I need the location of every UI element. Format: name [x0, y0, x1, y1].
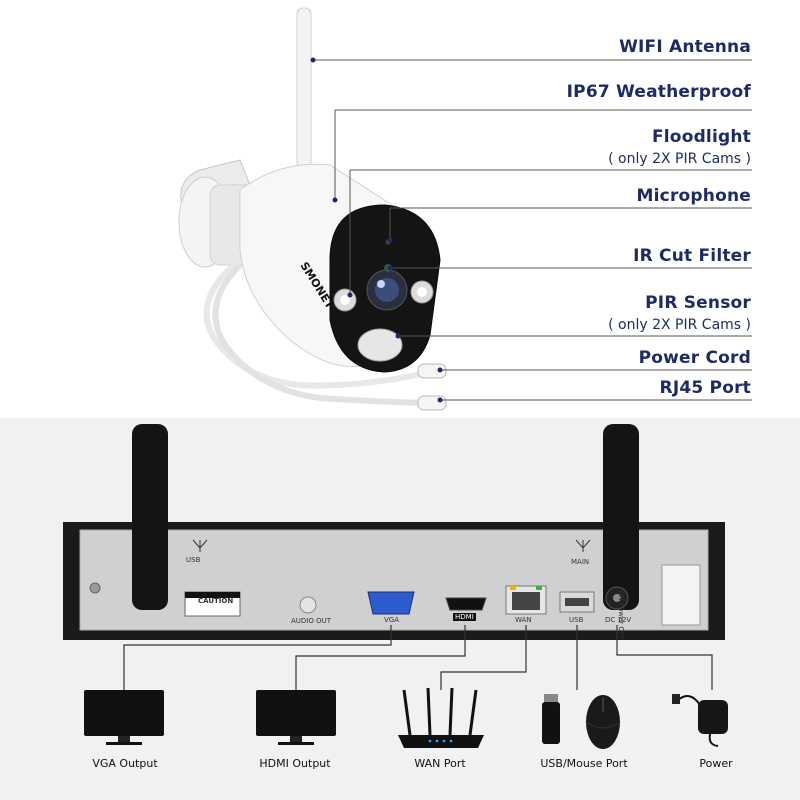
hdmi-port [445, 597, 487, 611]
label-title: IP67 Weatherproof [566, 82, 751, 102]
label-microphone: Microphone [637, 186, 751, 206]
panel-wan-label: WAN [515, 616, 532, 624]
camera-leader-lines [313, 59, 752, 401]
leader-dots [310, 57, 443, 403]
wifi-antenna-icon [296, 7, 312, 169]
label-ip67-weatherproof: IP67 Weatherproof [567, 82, 751, 102]
panel-power-switch-label: ON Power OFF [617, 590, 625, 640]
rj45-cable [212, 262, 431, 406]
caption-vga-output: VGA Output [92, 757, 158, 770]
label-title: Microphone [636, 186, 751, 206]
panel-usb-port-label: USB [569, 616, 584, 624]
camera: SMONET [178, 7, 447, 411]
hdmi-monitor-icon [256, 690, 336, 745]
panel-vga-label: VGA [384, 616, 400, 624]
vga-monitor-icon [84, 690, 164, 745]
power-adapter-icon [672, 694, 728, 747]
label-title: PIR Sensor [645, 293, 751, 313]
panel-caution-label: CAUTION [198, 597, 234, 605]
label-note: ( only 2X PIR Cams ) [608, 151, 751, 167]
label-floodlight: Floodlight ( only 2X PIR Cams ) [608, 127, 751, 167]
panel-hdmi-label: HDMI [453, 613, 476, 621]
caption-hdmi-output: HDMI Output [259, 757, 331, 770]
nvr-back-panel [63, 424, 725, 640]
label-rj45-port: RJ45 Port [660, 378, 751, 398]
caption-wan-port: WAN Port [414, 757, 466, 770]
label-title: Power Cord [638, 348, 751, 368]
label-title: RJ45 Port [659, 378, 751, 398]
router-icon [398, 687, 484, 748]
usb-drive-icon [542, 694, 560, 744]
panel-audio-out-label: AUDIO OUT [291, 617, 332, 625]
label-title: WIFI Antenna [619, 37, 751, 57]
caption-usb-mouse-port: USB/Mouse Port [540, 757, 628, 770]
label-ir-cut-filter: IR Cut Filter [633, 246, 751, 266]
vga-port [367, 591, 415, 615]
caption-power: Power [699, 757, 733, 770]
label-pir-sensor: PIR Sensor ( only 2X PIR Cams ) [608, 293, 751, 333]
pir-sensor-icon [357, 328, 403, 362]
antenna-symbol-icon [192, 539, 208, 552]
audio-out-jack [299, 596, 317, 614]
mouse-icon [585, 695, 621, 749]
panel-main-label: MAIN [571, 558, 590, 566]
label-title: Floodlight [651, 127, 751, 147]
label-title: IR Cut Filter [633, 246, 751, 266]
label-note: ( only 2X PIR Cams ) [608, 317, 751, 333]
panel-usb-label: USB [186, 556, 201, 564]
power-switch [661, 564, 701, 626]
label-wifi-antenna: WIFI Antenna [619, 37, 751, 57]
nvr-antenna-right [603, 424, 639, 610]
label-power-cord: Power Cord [639, 348, 751, 368]
nvr-antenna-left [132, 424, 168, 610]
connection-lines [123, 625, 713, 690]
panel-dc-label: DC 12V [605, 616, 632, 624]
